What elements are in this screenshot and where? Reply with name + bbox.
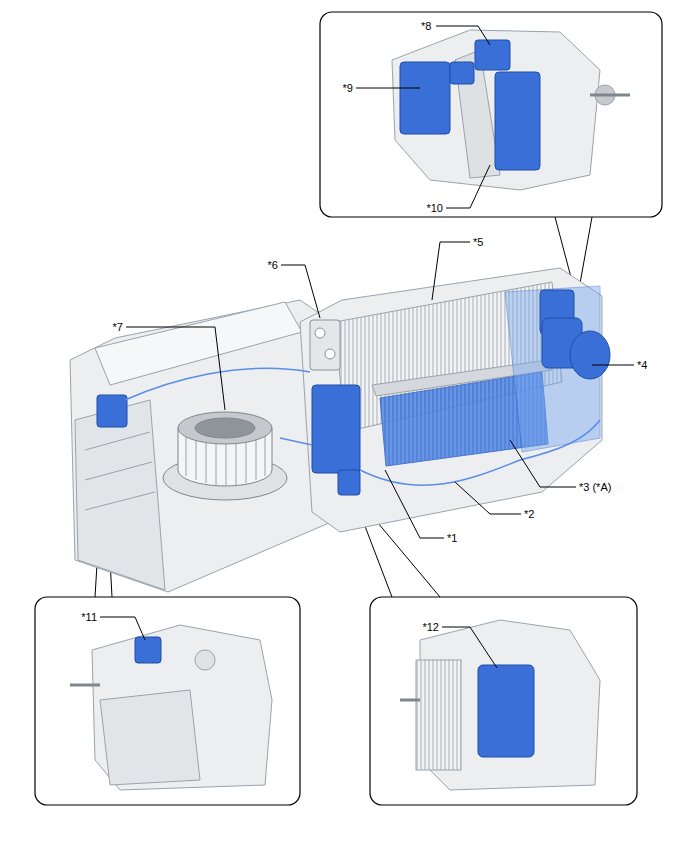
leader-line-part xyxy=(510,440,576,487)
servo-motor xyxy=(400,40,540,170)
wire-harness xyxy=(125,368,600,485)
blower-wheel-part xyxy=(246,436,247,483)
blower-wheel-part xyxy=(186,432,187,476)
main-case xyxy=(300,268,602,532)
leader-line-part xyxy=(126,327,225,410)
callout-number: *2 xyxy=(523,508,535,521)
blower-wheel-part xyxy=(256,434,257,480)
wire-harness-part xyxy=(280,438,312,445)
callout-number: *8 xyxy=(420,20,432,33)
expansion-valve-part xyxy=(325,349,335,359)
blower-wheel-part xyxy=(178,412,272,444)
callout-number: *10 xyxy=(425,202,444,215)
leader-line-part xyxy=(281,265,320,318)
unit-view-part xyxy=(70,684,100,687)
servo-motor-part xyxy=(495,72,540,170)
servo-motor-part xyxy=(478,665,534,757)
callout-number: *5 xyxy=(472,236,484,249)
wire-harness-part xyxy=(360,420,600,485)
unit-view-part xyxy=(590,94,630,97)
callout-number: *7 xyxy=(112,321,124,334)
blower-case-part xyxy=(85,492,155,510)
callout-number: *12 xyxy=(421,621,440,634)
servo-motor-part xyxy=(475,40,510,70)
callout-number: *1 xyxy=(446,532,458,545)
callout-number: *4 xyxy=(636,359,648,372)
leader-line-part xyxy=(442,627,497,668)
blower-wheel-part xyxy=(195,418,255,438)
servo-motor-part xyxy=(135,637,161,663)
unit-view xyxy=(400,620,600,790)
blower-case-part xyxy=(70,300,336,592)
leader-line-part xyxy=(356,88,420,89)
unit-view-part xyxy=(400,699,420,702)
leader-line-part xyxy=(592,365,634,366)
wire-harness-part xyxy=(125,368,310,400)
main-case-part xyxy=(300,268,602,532)
expansion-valve xyxy=(310,320,340,370)
blower-case-part xyxy=(95,302,302,385)
callout-panel xyxy=(35,12,662,805)
servo-motor-part xyxy=(312,385,360,473)
leader-line-part xyxy=(436,26,490,45)
callout-panel-part xyxy=(370,597,637,805)
servo-motor-part xyxy=(400,62,450,134)
callout-panel-part xyxy=(320,12,662,217)
blower-wheel-part xyxy=(265,432,266,476)
callout-number: *9 xyxy=(342,82,354,95)
servo-motor-part xyxy=(338,470,360,495)
blower-case-part xyxy=(75,400,165,590)
expansion-valve-part xyxy=(315,328,325,338)
unit-view-part xyxy=(92,625,272,790)
unit-view-part xyxy=(392,30,600,190)
expansion-valve-part xyxy=(310,320,340,370)
blower-case-part xyxy=(85,432,150,450)
leader-line-part xyxy=(446,165,490,208)
callout-panel-part xyxy=(35,597,300,805)
blower-case xyxy=(70,300,336,592)
leader-line-part xyxy=(432,242,470,300)
unit-view-part xyxy=(100,690,200,785)
blower-case-part xyxy=(85,462,152,480)
leader-line-part xyxy=(385,470,444,538)
unit-view xyxy=(392,30,630,190)
servo-motor xyxy=(97,290,610,495)
leader-line-part xyxy=(100,617,145,640)
leader-line-part xyxy=(455,482,521,514)
servo-motor xyxy=(135,637,161,663)
callout-number: *3 (*A) xyxy=(578,481,612,494)
leader-line xyxy=(100,26,634,668)
servo-motor xyxy=(478,665,534,757)
unit-view-part xyxy=(416,660,461,770)
blower-wheel xyxy=(163,412,287,500)
servo-motor-part xyxy=(97,395,127,427)
unit-view-part xyxy=(195,650,215,670)
callout-number: *6 xyxy=(267,259,279,272)
servo-motor-part xyxy=(450,62,474,84)
unit-view xyxy=(70,625,272,790)
servo-motor-part xyxy=(570,331,610,379)
blower-wheel-part xyxy=(236,437,237,485)
callout-number: *11 xyxy=(80,611,98,624)
